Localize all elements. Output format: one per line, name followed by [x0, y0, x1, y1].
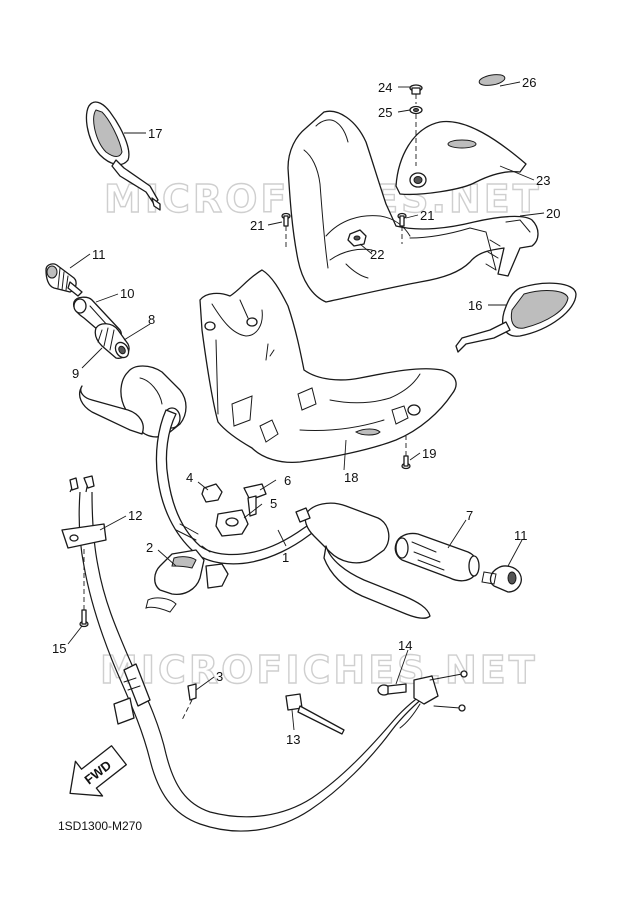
- callout-6: 6: [284, 473, 291, 488]
- right-grip: [394, 532, 480, 582]
- callout-1: 1: [282, 550, 289, 565]
- cable-tie: [285, 693, 345, 735]
- screw-15: [79, 546, 89, 628]
- callout-14: 14: [398, 638, 412, 653]
- callout-24: 24: [378, 80, 392, 95]
- top-cover-panel: [395, 120, 527, 196]
- callout-11-upper: 11: [92, 247, 106, 262]
- left-mirror: [85, 101, 161, 211]
- callout-17: 17: [148, 126, 162, 141]
- screw-21-right: [397, 212, 407, 244]
- callout-25: 25: [378, 105, 392, 120]
- handlebar-holder-lower: [145, 549, 229, 613]
- callout-11-lower: 11: [514, 528, 528, 543]
- nut-22: [347, 229, 367, 247]
- grip-end-left: [45, 263, 83, 297]
- callout-18: 18: [344, 470, 358, 485]
- callout-4: 4: [186, 470, 193, 485]
- screw-24: [409, 84, 423, 104]
- callout-23: 23: [536, 173, 550, 188]
- callout-leaders: [67, 81, 545, 731]
- watermark-lower: MICROFICHES.NET: [100, 648, 538, 692]
- grip-end-right: [481, 565, 522, 593]
- cable-adjuster: [113, 663, 151, 725]
- washer-25: [409, 105, 423, 166]
- lower-handlebar-cover: [199, 269, 457, 464]
- badge: [478, 74, 506, 86]
- callout-3: 3: [216, 669, 223, 684]
- callout-22: 22: [370, 247, 384, 262]
- clip-3: [181, 683, 197, 721]
- screw-19: [401, 436, 411, 470]
- diagram-code: 1SD1300-M270: [58, 819, 142, 833]
- callout-16: 16: [468, 298, 482, 313]
- callout-9: 9: [72, 366, 79, 381]
- brake-cable-right: [377, 670, 468, 729]
- throttle-grip: [94, 323, 130, 359]
- nut-4: [201, 483, 223, 503]
- forward-direction-arrow: FWD: [69, 745, 127, 797]
- callout-7: 7: [466, 508, 473, 523]
- front-upper-cover: [287, 110, 539, 303]
- callout-15: 15: [52, 641, 66, 656]
- callout-numbers: 17 26 24 25 23 20 21 21 22 16 11 10 8 9 …: [52, 75, 560, 747]
- callout-2: 2: [146, 540, 153, 555]
- right-mirror: [455, 282, 577, 353]
- screw-21-left: [281, 212, 291, 248]
- callout-10: 10: [120, 286, 134, 301]
- right-lever-assembly: [295, 502, 431, 619]
- callout-19: 19: [422, 446, 436, 461]
- handlebar-holder-upper: [215, 509, 249, 537]
- throttle-cables: [61, 475, 435, 832]
- callout-13: 13: [286, 732, 300, 747]
- callout-8: 8: [148, 312, 155, 327]
- callout-21-right: 21: [420, 208, 434, 223]
- callout-12: 12: [128, 508, 142, 523]
- callout-21-left: 21: [250, 218, 264, 233]
- callout-26: 26: [522, 75, 536, 90]
- callout-5: 5: [270, 496, 277, 511]
- callout-20: 20: [546, 206, 560, 221]
- bolt-6: [243, 483, 267, 517]
